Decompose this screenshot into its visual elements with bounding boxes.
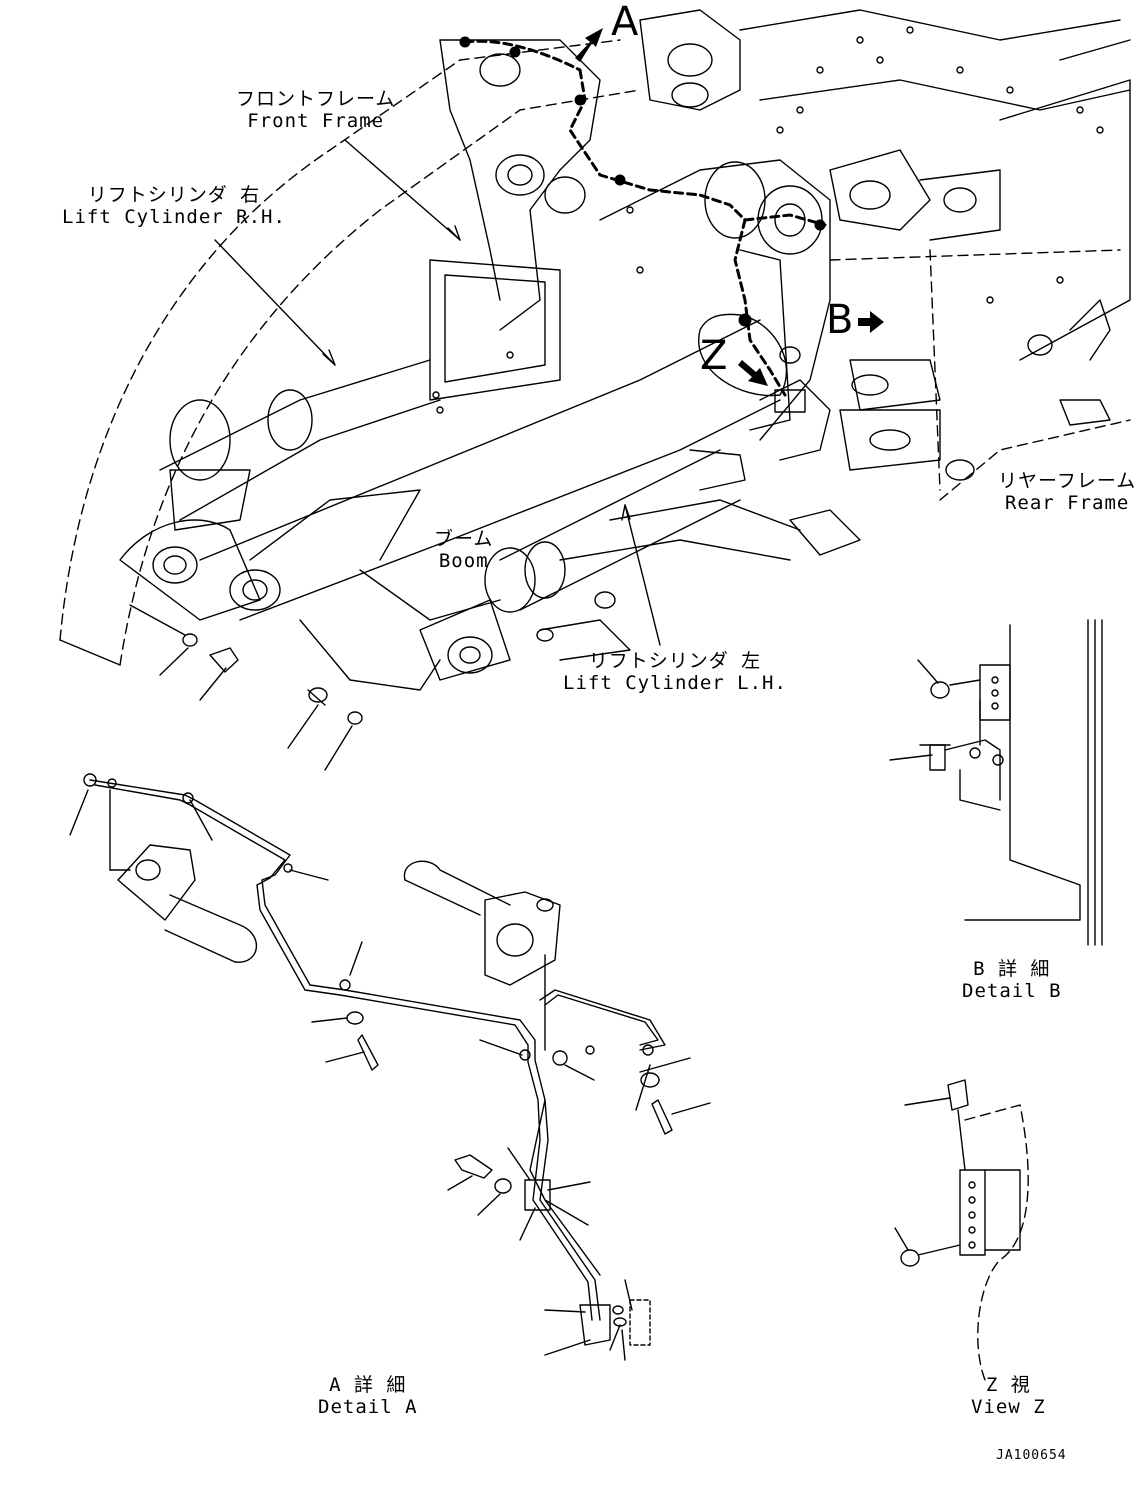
loose-fittings-main [129,604,363,771]
label-boom-ja: ブーム [434,528,494,550]
detail-a-drawing [69,773,711,1361]
label-detail-b-en: Detail B [962,980,1062,1002]
grease-line-routing [459,36,827,413]
detail-b-drawing [889,619,1103,946]
front-frame-outline [59,39,641,666]
label-view-z-en: View Z [971,1396,1046,1418]
label-lift-cylinder-rh-en: Lift Cylinder R.H. [62,206,286,228]
lift-cylinder-lh-drawing [419,449,746,681]
callout-a: A [611,0,639,45]
label-view-z-ja: Z 視 [985,1374,1031,1396]
callout-z: Z [700,333,728,379]
label-leaders [214,139,661,646]
drawing-code: JA100654 [996,1448,1067,1463]
label-rear-frame-ja: リヤーフレーム [998,470,1137,492]
label-front-frame: フロントフレーム Front Frame [236,88,395,132]
rear-frame-drawing [432,9,1131,561]
label-lift-cylinder-lh: リフトシリンダ 左 Lift Cylinder L.H. [563,650,787,694]
label-boom: ブーム Boom [434,528,493,572]
label-front-frame-ja: フロントフレーム [236,88,396,110]
view-z-marker [698,313,787,397]
label-lift-cylinder-lh-en: Lift Cylinder L.H. [563,672,787,694]
view-direction-arrow-icon [575,28,884,386]
callout-b: B [826,297,854,343]
label-detail-b: B 詳 細 Detail B [962,958,1062,1002]
label-rear-frame: リヤーフレーム Rear Frame [998,470,1136,514]
label-detail-a-en: Detail A [318,1396,418,1418]
label-lift-cylinder-rh: リフトシリンダ 右 Lift Cylinder R.H. [62,184,286,228]
label-detail-a-ja: A 詳 細 [329,1374,407,1396]
boom-drawing [199,319,781,691]
label-detail-b-ja: B 詳 細 [973,958,1051,980]
label-detail-a: A 詳 細 Detail A [318,1374,418,1418]
label-rear-frame-en: Rear Frame [1004,492,1130,514]
label-lift-cylinder-lh-ja: リフトシリンダ 左 [588,650,762,672]
label-boom-en: Boom [438,550,489,572]
view-z-drawing [894,1079,1029,1381]
label-view-z: Z 視 View Z [971,1374,1046,1418]
label-front-frame-en: Front Frame [247,110,385,132]
center-pivot-drawing [599,159,831,461]
label-lift-cylinder-rh-ja: リフトシリンダ 右 [87,184,261,206]
lift-cylinder-rh-drawing [119,359,441,621]
